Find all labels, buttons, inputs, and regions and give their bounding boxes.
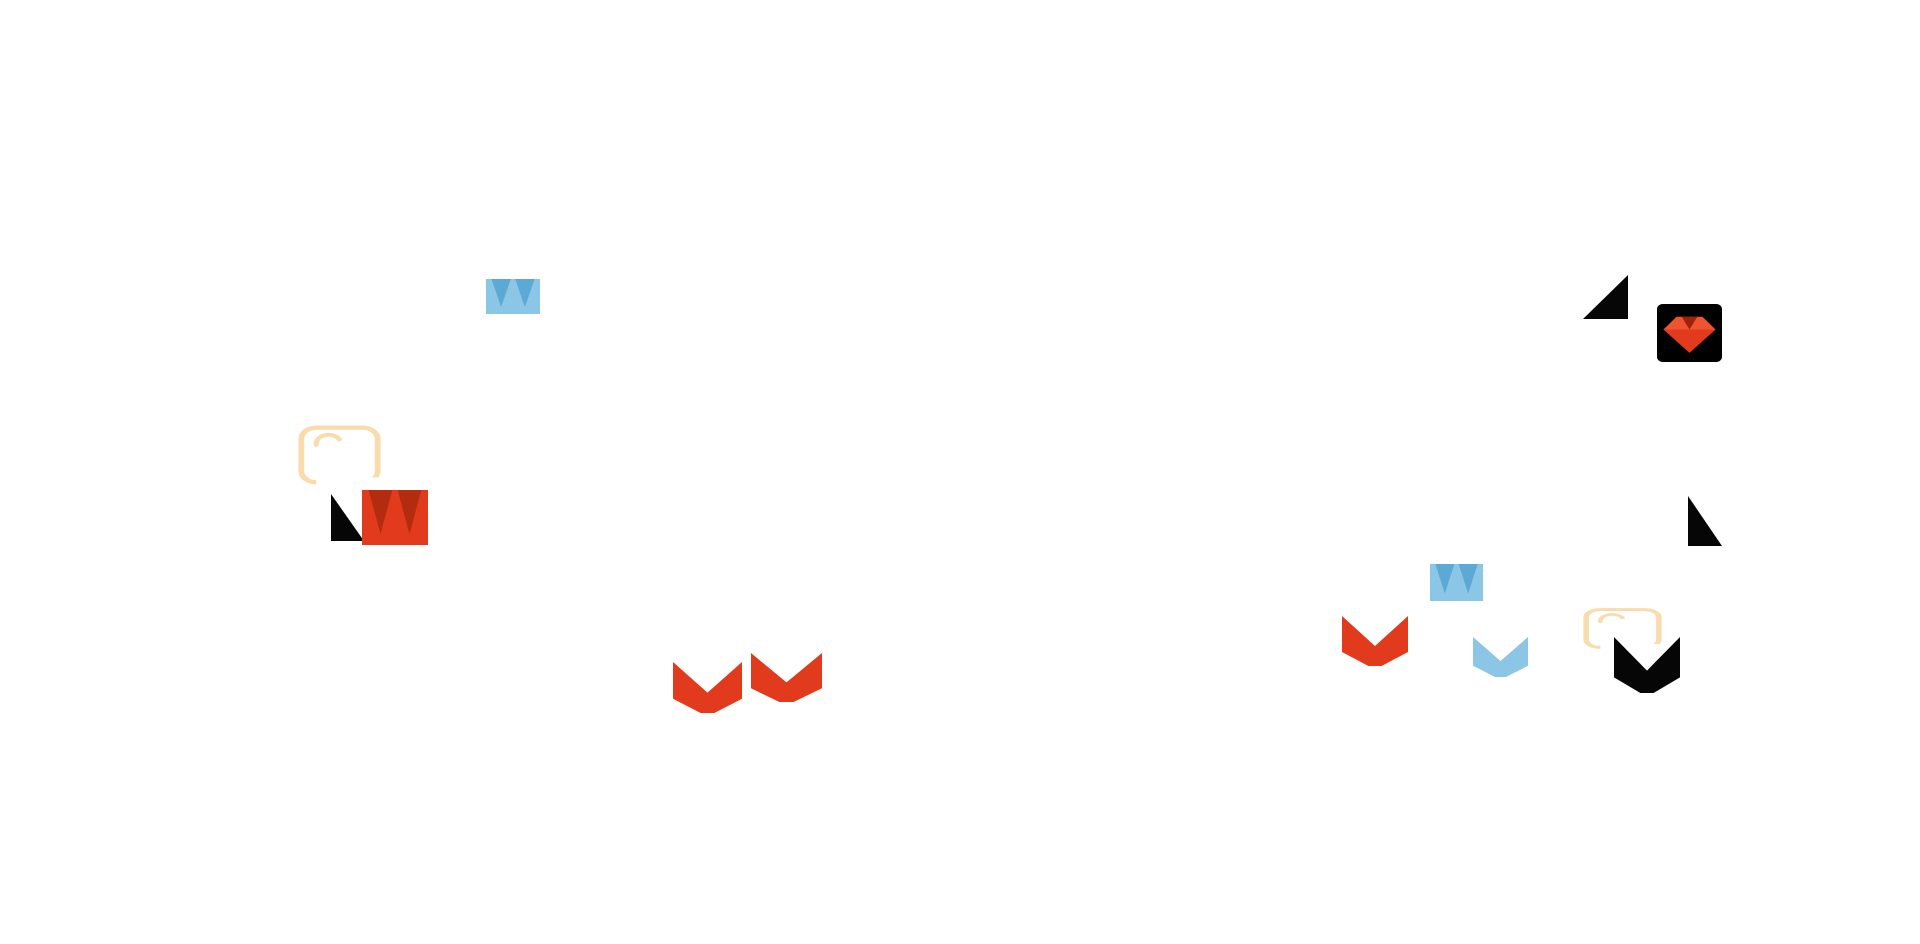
gem-pavilion-red-icon[interactable]: [751, 653, 822, 702]
gem-crown-red-icon[interactable]: [362, 490, 428, 545]
black-flag-fragment-icon: [1688, 496, 1722, 546]
black-triangle-fragment-icon: [1583, 275, 1628, 319]
gem-pavilion-black-icon[interactable]: [1614, 637, 1680, 693]
gem-crown-blue-icon[interactable]: [1430, 564, 1483, 601]
peach-outline-fragment-icon: [298, 424, 381, 486]
gem-pavilion-red-icon[interactable]: [673, 662, 742, 713]
ruby-gem-tile-icon[interactable]: [1657, 304, 1722, 362]
peach-outline-fragment-icon: [1583, 607, 1662, 650]
gem-crown-blue-icon[interactable]: [486, 279, 540, 314]
gem-pavilion-blue-icon[interactable]: [1473, 637, 1528, 677]
gem-pavilion-red-icon[interactable]: [1342, 616, 1408, 666]
black-wedge-fragment-icon: [331, 494, 364, 541]
